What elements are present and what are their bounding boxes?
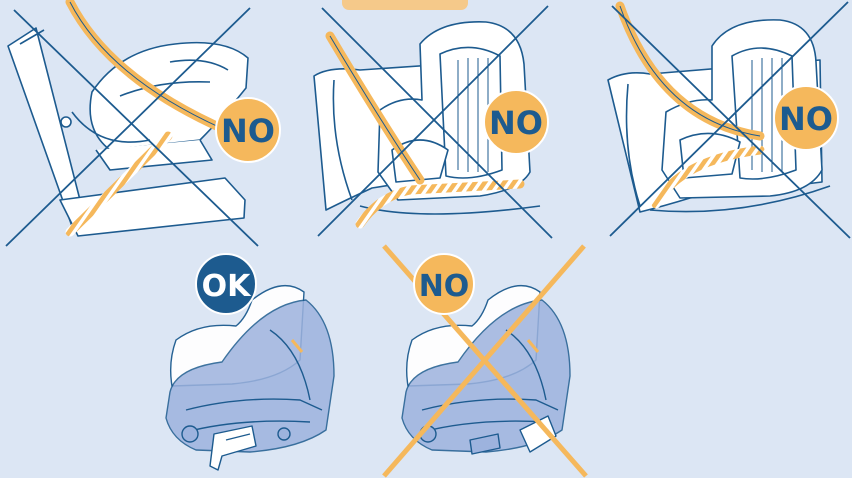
badge-no: NO: [484, 90, 548, 154]
badge-label: NO: [221, 112, 275, 150]
panel-4: [166, 286, 334, 470]
badge-no: NO: [216, 98, 280, 162]
badge-label: NO: [779, 100, 833, 138]
badge-label: NO: [489, 104, 543, 142]
badge-label: OK: [202, 269, 253, 304]
badge-ok: OK: [196, 254, 256, 314]
top-tab: [342, 0, 468, 10]
badge-no: NO: [414, 254, 474, 314]
badge-label: NO: [419, 269, 470, 304]
badge-no: NO: [774, 86, 838, 150]
